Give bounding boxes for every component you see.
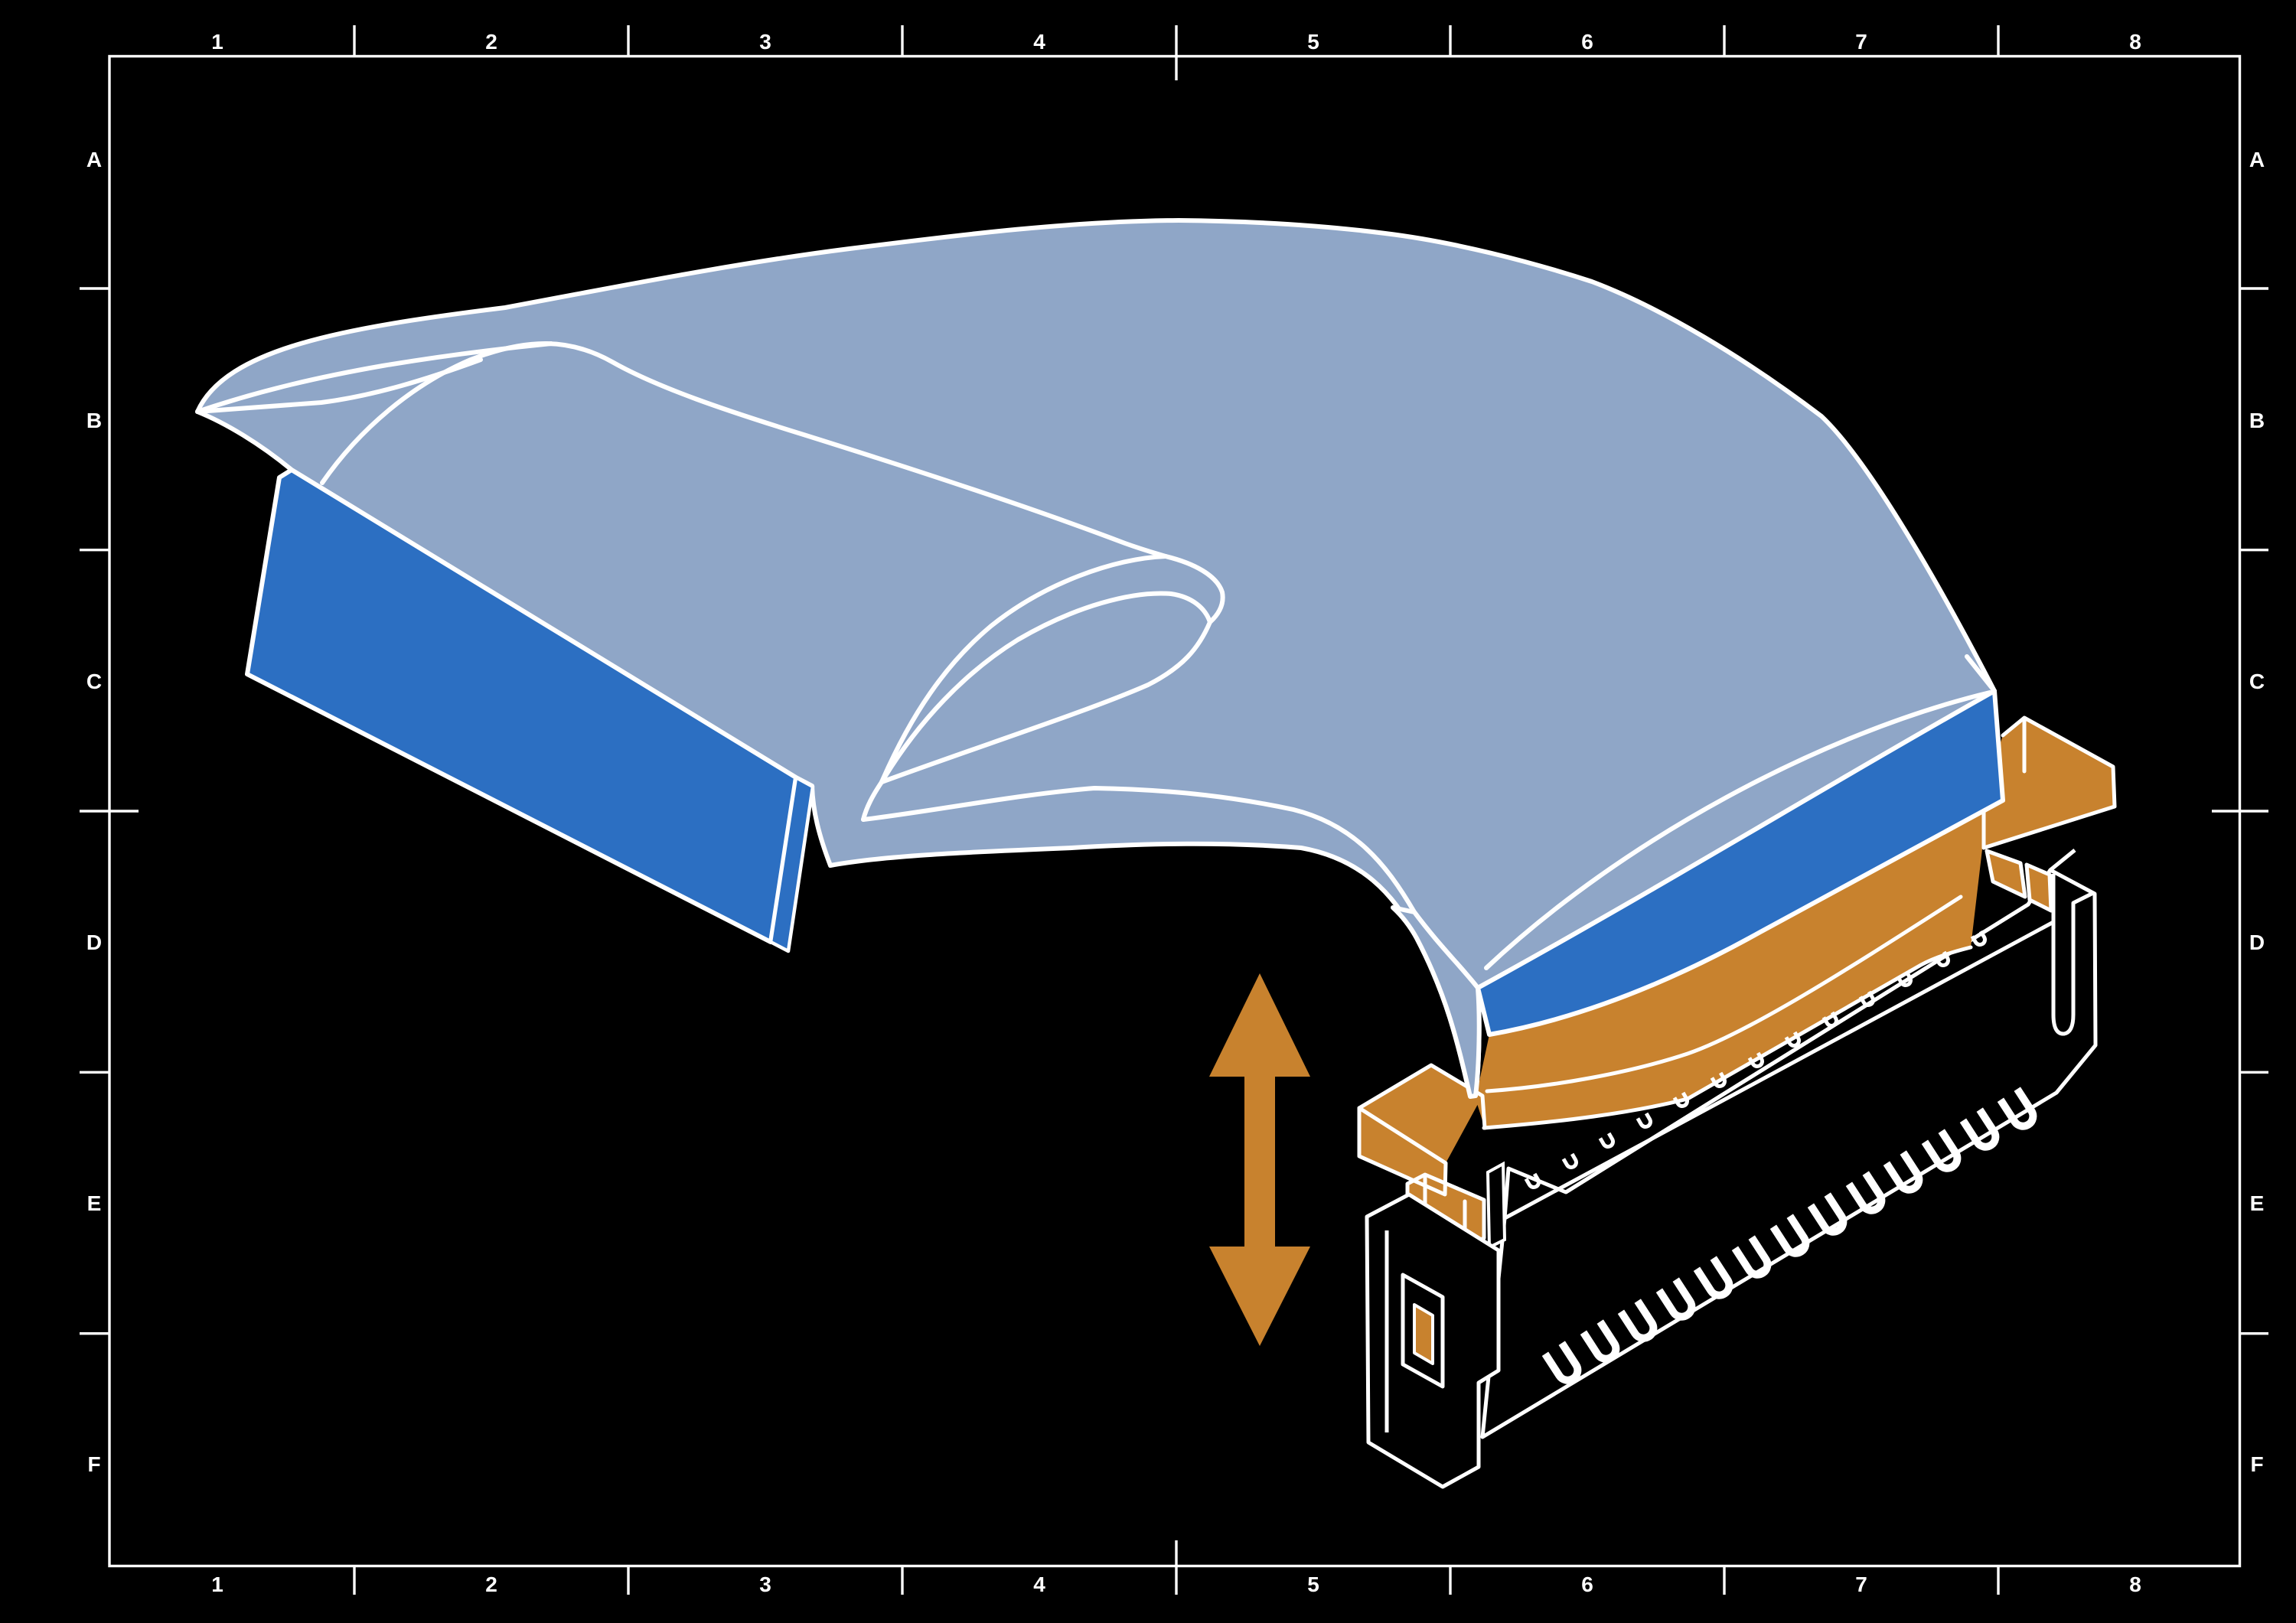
svg-text:C: C (2249, 670, 2265, 693)
svg-text:A: A (2249, 148, 2265, 171)
svg-text:D: D (86, 930, 102, 954)
svg-text:7: 7 (1855, 30, 1867, 54)
svg-text:D: D (2249, 930, 2265, 954)
svg-text:7: 7 (1855, 1572, 1867, 1596)
svg-text:4: 4 (1033, 1572, 1045, 1596)
svg-text:1: 1 (211, 30, 223, 54)
svg-text:A: A (86, 148, 102, 171)
svg-text:6: 6 (1581, 30, 1593, 54)
svg-text:3: 3 (759, 1572, 771, 1596)
svg-text:5: 5 (1307, 1572, 1319, 1596)
svg-text:B: B (86, 409, 102, 432)
svg-text:3: 3 (759, 30, 771, 54)
svg-text:F: F (87, 1452, 100, 1476)
svg-text:5: 5 (1307, 30, 1319, 54)
svg-text:2: 2 (485, 1572, 497, 1596)
svg-text:B: B (2249, 409, 2265, 432)
svg-text:8: 8 (2129, 1572, 2141, 1596)
svg-text:F: F (2250, 1452, 2263, 1476)
svg-text:1: 1 (211, 1572, 223, 1596)
svg-text:6: 6 (1581, 1572, 1593, 1596)
svg-text:C: C (86, 670, 102, 693)
svg-text:2: 2 (485, 30, 497, 54)
svg-text:8: 8 (2129, 30, 2141, 54)
svg-text:E: E (2250, 1191, 2265, 1215)
svg-text:E: E (87, 1191, 102, 1215)
svg-text:4: 4 (1033, 30, 1045, 54)
